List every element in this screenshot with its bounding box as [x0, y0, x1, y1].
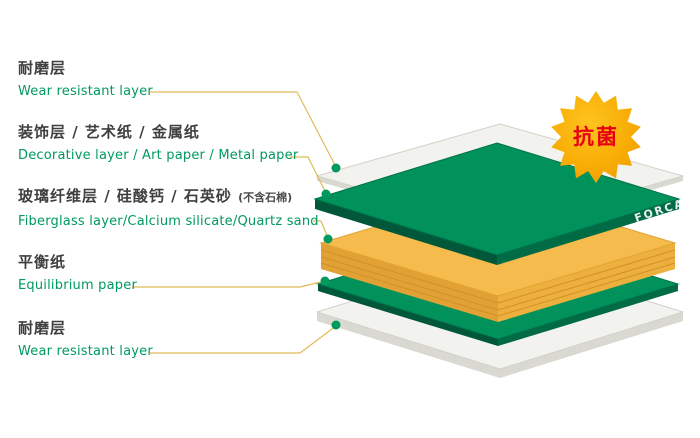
layer-core-lamination-line: [320, 256, 676, 311]
label-equilibrium-zh: 平衡纸: [18, 253, 67, 271]
label-equilibrium: 平衡纸 Equilibrium paper: [18, 252, 137, 295]
label-wear-top-zh: 耐磨层: [18, 59, 67, 77]
leader-line-3: [313, 220, 329, 239]
layer-core-lamination-line: [320, 249, 676, 304]
label-core: 玻璃纤维层 / 硅酸钙 / 石英砂 (不含石棉) Fiberglass laye…: [18, 186, 319, 231]
layer-equilibrium-side-right: [498, 284, 678, 346]
label-wear-top: 耐磨层 Wear resistant layer: [18, 58, 153, 101]
layer-decorative-side-left: [315, 199, 497, 265]
label-core-en: Fiberglass layer/Calcium silicate/Quartz…: [18, 214, 319, 229]
label-core-zh-main: 玻璃纤维层 / 硅酸钙 / 石英砂: [18, 187, 232, 205]
label-wear-bottom: 耐磨层 Wear resistant layer: [18, 318, 153, 361]
leader-line-2: [290, 156, 327, 194]
leader-dot-3: [323, 234, 333, 244]
label-wear-bottom-en: Wear resistant layer: [18, 344, 153, 359]
badge-label: 抗菌: [573, 125, 619, 149]
leader-dot-1: [331, 163, 341, 173]
leader-line-4: [132, 280, 326, 288]
layer-equilibrium-side-left: [318, 284, 498, 346]
leader-line-1: [150, 91, 337, 168]
label-decorative: 装饰层 / 艺术纸 / 金属纸 Decorative layer / Art p…: [18, 122, 298, 165]
leader-dot-4: [320, 276, 330, 286]
label-core-zh-note: (不含石棉): [238, 191, 293, 204]
label-wear-bottom-zh: 耐磨层: [18, 319, 67, 337]
badge-star-icon: [551, 91, 641, 183]
antibacterial-badge: 抗菌: [551, 91, 641, 183]
label-core-zh: 玻璃纤维层 / 硅酸钙 / 石英砂 (不含石棉): [18, 186, 319, 208]
leader-line-5: [150, 325, 337, 354]
layer-core-lamination-line: [320, 262, 676, 317]
leader-dot-5: [331, 320, 341, 330]
label-decorative-zh: 装饰层 / 艺术纸 / 金属纸: [18, 123, 200, 141]
layer-decorative-side-right: [497, 199, 679, 265]
leader-dot-2: [321, 189, 331, 199]
label-decorative-en: Decorative layer / Art paper / Metal pap…: [18, 148, 299, 163]
label-wear-top-en: Wear resistant layer: [18, 84, 153, 99]
label-equilibrium-en: Equilibrium paper: [18, 278, 137, 293]
